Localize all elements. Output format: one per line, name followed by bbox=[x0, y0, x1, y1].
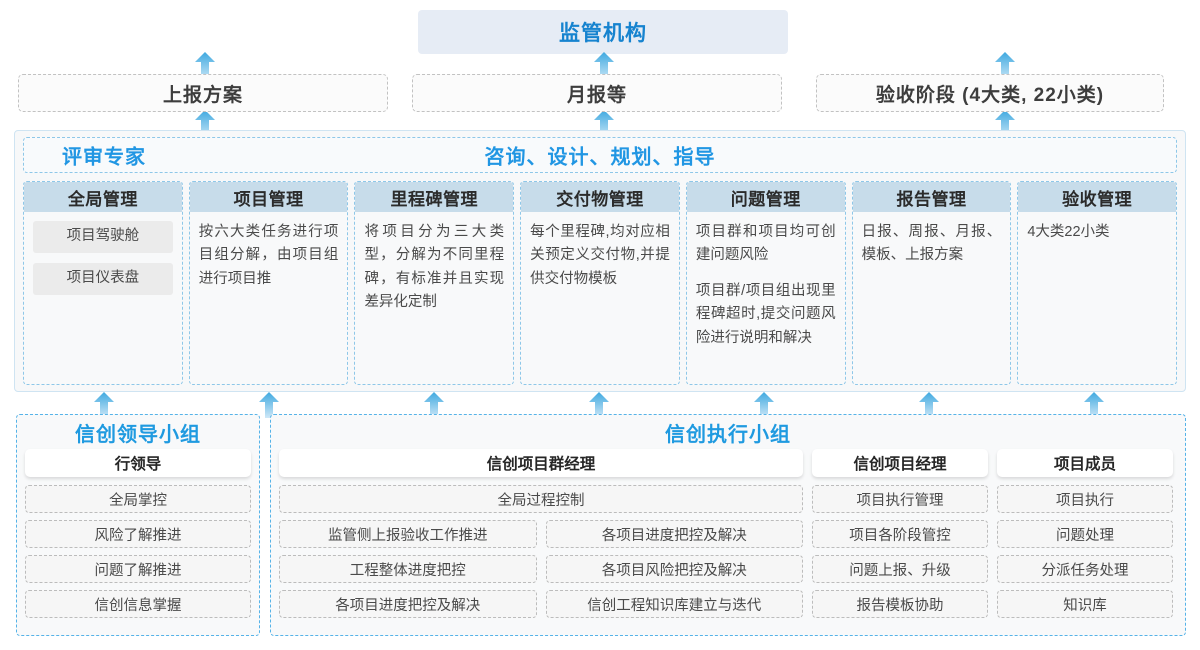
card-body: 项目驾驶舱 项目仪表盘 bbox=[24, 212, 182, 384]
feature-pill[interactable]: 项目驾驶舱 bbox=[33, 221, 173, 253]
card-paragraph: 4大类22小类 bbox=[1027, 224, 1110, 240]
card-report-management[interactable]: 报告管理 日报、周报、月报、模板、上报方案 bbox=[851, 181, 1012, 385]
card-acceptance-management[interactable]: 验收管理 4大类22小类 bbox=[1017, 181, 1178, 385]
card-milestone-management[interactable]: 里程碑管理 将项目分为三大类型，分解为不同里程碑，有标准并且实现差异化定制 bbox=[354, 181, 515, 385]
execution-group-title: 信创执行小组 bbox=[665, 424, 791, 446]
report-label: 验收阶段 (4大类, 22小类) bbox=[875, 84, 1105, 106]
task-item[interactable]: 项目执行 bbox=[997, 485, 1173, 513]
report-box-plan[interactable]: 上报方案 bbox=[18, 74, 388, 112]
role-project-member[interactable]: 项目成员 bbox=[997, 449, 1173, 477]
management-card-row: 全局管理 项目驾驶舱 项目仪表盘 项目管理 按六大类任务进行项目组分解，由项目组… bbox=[23, 181, 1178, 385]
card-title: 项目管理 bbox=[189, 182, 348, 212]
arrow-up-authority-top-2 bbox=[594, 52, 614, 78]
consulting-banner: 评审专家 咨询、设计、规划、指导 bbox=[23, 137, 1177, 173]
card-paragraph: 日报、周报、月报、模板、上报方案 bbox=[861, 224, 1002, 264]
card-title: 验收管理 bbox=[1018, 182, 1177, 212]
report-box-monthly[interactable]: 月报等 bbox=[412, 74, 782, 112]
program-manager-left-tasks: 监管侧上报验收工作推进 工程整体进度把控 各项目进度把控及解决 bbox=[279, 520, 537, 618]
card-title: 全局管理 bbox=[24, 182, 182, 212]
consulting-panel: 评审专家 咨询、设计、规划、指导 全局管理 项目驾驶舱 项目仪表盘 项目管理 按… bbox=[14, 130, 1186, 392]
arrow-up-to-card-7 bbox=[1084, 392, 1104, 418]
review-expert-label: 评审专家 bbox=[62, 146, 146, 169]
card-body: 按六大类任务进行项目组分解，由项目组进行项目推 bbox=[190, 212, 348, 384]
role-project-manager[interactable]: 信创项目经理 bbox=[812, 449, 988, 477]
card-paragraph: 项目群和项目均可创建问题风险 bbox=[695, 224, 836, 264]
arrow-up-to-card-4 bbox=[589, 392, 609, 418]
task-item[interactable]: 信创工程知识库建立与迭代 bbox=[545, 590, 803, 618]
arrow-up-authority-top-1 bbox=[195, 52, 215, 78]
report-label: 上报方案 bbox=[162, 84, 243, 106]
card-paragraph: 每个里程碑,均对应相关预定义交付物,并提供交付物模板 bbox=[530, 224, 670, 287]
card-body: 项目群和项目均可创建问题风险 项目群/项目组出现里程碑超时,提交问题风险进行说明… bbox=[687, 212, 845, 384]
card-title: 交付物管理 bbox=[521, 182, 679, 212]
role-program-manager[interactable]: 信创项目群经理 bbox=[279, 449, 803, 477]
arrow-up-to-card-3 bbox=[424, 392, 444, 418]
arrow-up-to-authority-3 bbox=[995, 110, 1015, 136]
execution-group-panel: 信创执行小组 信创项目群经理 全局过程控制 监管侧上报验收工作推进 工程整体进度… bbox=[270, 414, 1186, 636]
task-item[interactable]: 报告模板协助 bbox=[812, 590, 988, 618]
report-label: 月报等 bbox=[566, 84, 627, 106]
task-item[interactable]: 信创信息掌握 bbox=[25, 590, 251, 618]
card-body: 4大类22小类 bbox=[1018, 212, 1176, 384]
task-item[interactable]: 项目执行管理 bbox=[812, 485, 988, 513]
card-body: 每个里程碑,均对应相关预定义交付物,并提供交付物模板 bbox=[521, 212, 679, 384]
card-title: 问题管理 bbox=[686, 182, 845, 212]
card-paragraph: 项目群/项目组出现里程碑超时,提交问题风险进行说明和解决 bbox=[695, 282, 836, 346]
task-item[interactable]: 各项目风险把控及解决 bbox=[545, 555, 803, 583]
card-title: 报告管理 bbox=[852, 182, 1011, 212]
arrow-up-to-card-1 bbox=[94, 392, 114, 418]
card-paragraph: 将项目分为三大类型，分解为不同里程碑，有标准并且实现差异化定制 bbox=[364, 224, 505, 311]
authority-label: 监管机构 bbox=[559, 22, 647, 45]
program-manager-column: 信创项目群经理 全局过程控制 监管侧上报验收工作推进 工程整体进度把控 各项目进… bbox=[279, 449, 803, 618]
task-item[interactable]: 工程整体进度把控 bbox=[279, 555, 537, 583]
project-member-column: 项目成员 项目执行 问题处理 分派任务处理 知识库 bbox=[997, 449, 1173, 618]
task-item[interactable]: 项目各阶段管控 bbox=[812, 520, 988, 548]
task-item[interactable]: 各项目进度把控及解决 bbox=[279, 590, 537, 618]
task-item[interactable]: 知识库 bbox=[997, 590, 1173, 618]
role-bank-leader[interactable]: 行领导 bbox=[25, 449, 251, 477]
card-title: 里程碑管理 bbox=[355, 182, 514, 212]
task-item[interactable]: 全局掌控 bbox=[25, 485, 251, 513]
arrow-up-to-authority-1 bbox=[195, 110, 215, 136]
task-item[interactable]: 监管侧上报验收工作推进 bbox=[279, 520, 537, 548]
arrow-up-to-card-2 bbox=[259, 392, 279, 418]
authority-banner: 监管机构 bbox=[418, 10, 788, 54]
card-body: 将项目分为三大类型，分解为不同里程碑，有标准并且实现差异化定制 bbox=[355, 212, 513, 384]
task-item[interactable]: 问题上报、升级 bbox=[812, 555, 988, 583]
card-paragraph: 按六大类任务进行项目组分解，由项目组进行项目推 bbox=[198, 224, 339, 287]
program-manager-subcolumns: 监管侧上报验收工作推进 工程整体进度把控 各项目进度把控及解决 各项目进度把控及… bbox=[279, 520, 803, 618]
arrow-up-to-authority-2 bbox=[594, 110, 614, 136]
project-manager-column: 信创项目经理 项目执行管理 项目各阶段管控 问题上报、升级 报告模板协助 bbox=[812, 449, 988, 618]
task-item[interactable]: 风险了解推进 bbox=[25, 520, 251, 548]
arrow-up-authority-top-3 bbox=[995, 52, 1015, 78]
execution-columns: 信创项目群经理 全局过程控制 监管侧上报验收工作推进 工程整体进度把控 各项目进… bbox=[279, 449, 1177, 618]
arrow-up-to-card-6 bbox=[919, 392, 939, 418]
report-row: 上报方案 月报等 验收阶段 (4大类, 22小类) bbox=[18, 74, 1182, 112]
card-deliverable-management[interactable]: 交付物管理 每个里程碑,均对应相关预定义交付物,并提供交付物模板 bbox=[520, 181, 680, 385]
leader-group-title: 信创领导小组 bbox=[75, 424, 201, 446]
arrow-up-to-card-5 bbox=[754, 392, 774, 418]
report-box-acceptance[interactable]: 验收阶段 (4大类, 22小类) bbox=[816, 74, 1164, 112]
feature-pill[interactable]: 项目仪表盘 bbox=[33, 263, 173, 295]
card-issue-management[interactable]: 问题管理 项目群和项目均可创建问题风险 项目群/项目组出现里程碑超时,提交问题风… bbox=[685, 181, 846, 385]
card-body: 日报、周报、月报、模板、上报方案 bbox=[853, 212, 1011, 384]
task-item[interactable]: 全局过程控制 bbox=[279, 485, 803, 513]
task-item[interactable]: 问题处理 bbox=[997, 520, 1173, 548]
consulting-scope-label: 咨询、设计、规划、指导 bbox=[484, 146, 716, 169]
task-item[interactable]: 分派任务处理 bbox=[997, 555, 1173, 583]
card-project-management[interactable]: 项目管理 按六大类任务进行项目组分解，由项目组进行项目推 bbox=[188, 181, 349, 385]
leader-group-panel: 信创领导小组 行领导 全局掌控 风险了解推进 问题了解推进 信创信息掌握 bbox=[16, 414, 260, 636]
task-item[interactable]: 问题了解推进 bbox=[25, 555, 251, 583]
task-item[interactable]: 各项目进度把控及解决 bbox=[545, 520, 803, 548]
card-global-management[interactable]: 全局管理 项目驾驶舱 项目仪表盘 bbox=[23, 181, 183, 385]
program-manager-right-tasks: 各项目进度把控及解决 各项目风险把控及解决 信创工程知识库建立与迭代 bbox=[545, 520, 803, 618]
